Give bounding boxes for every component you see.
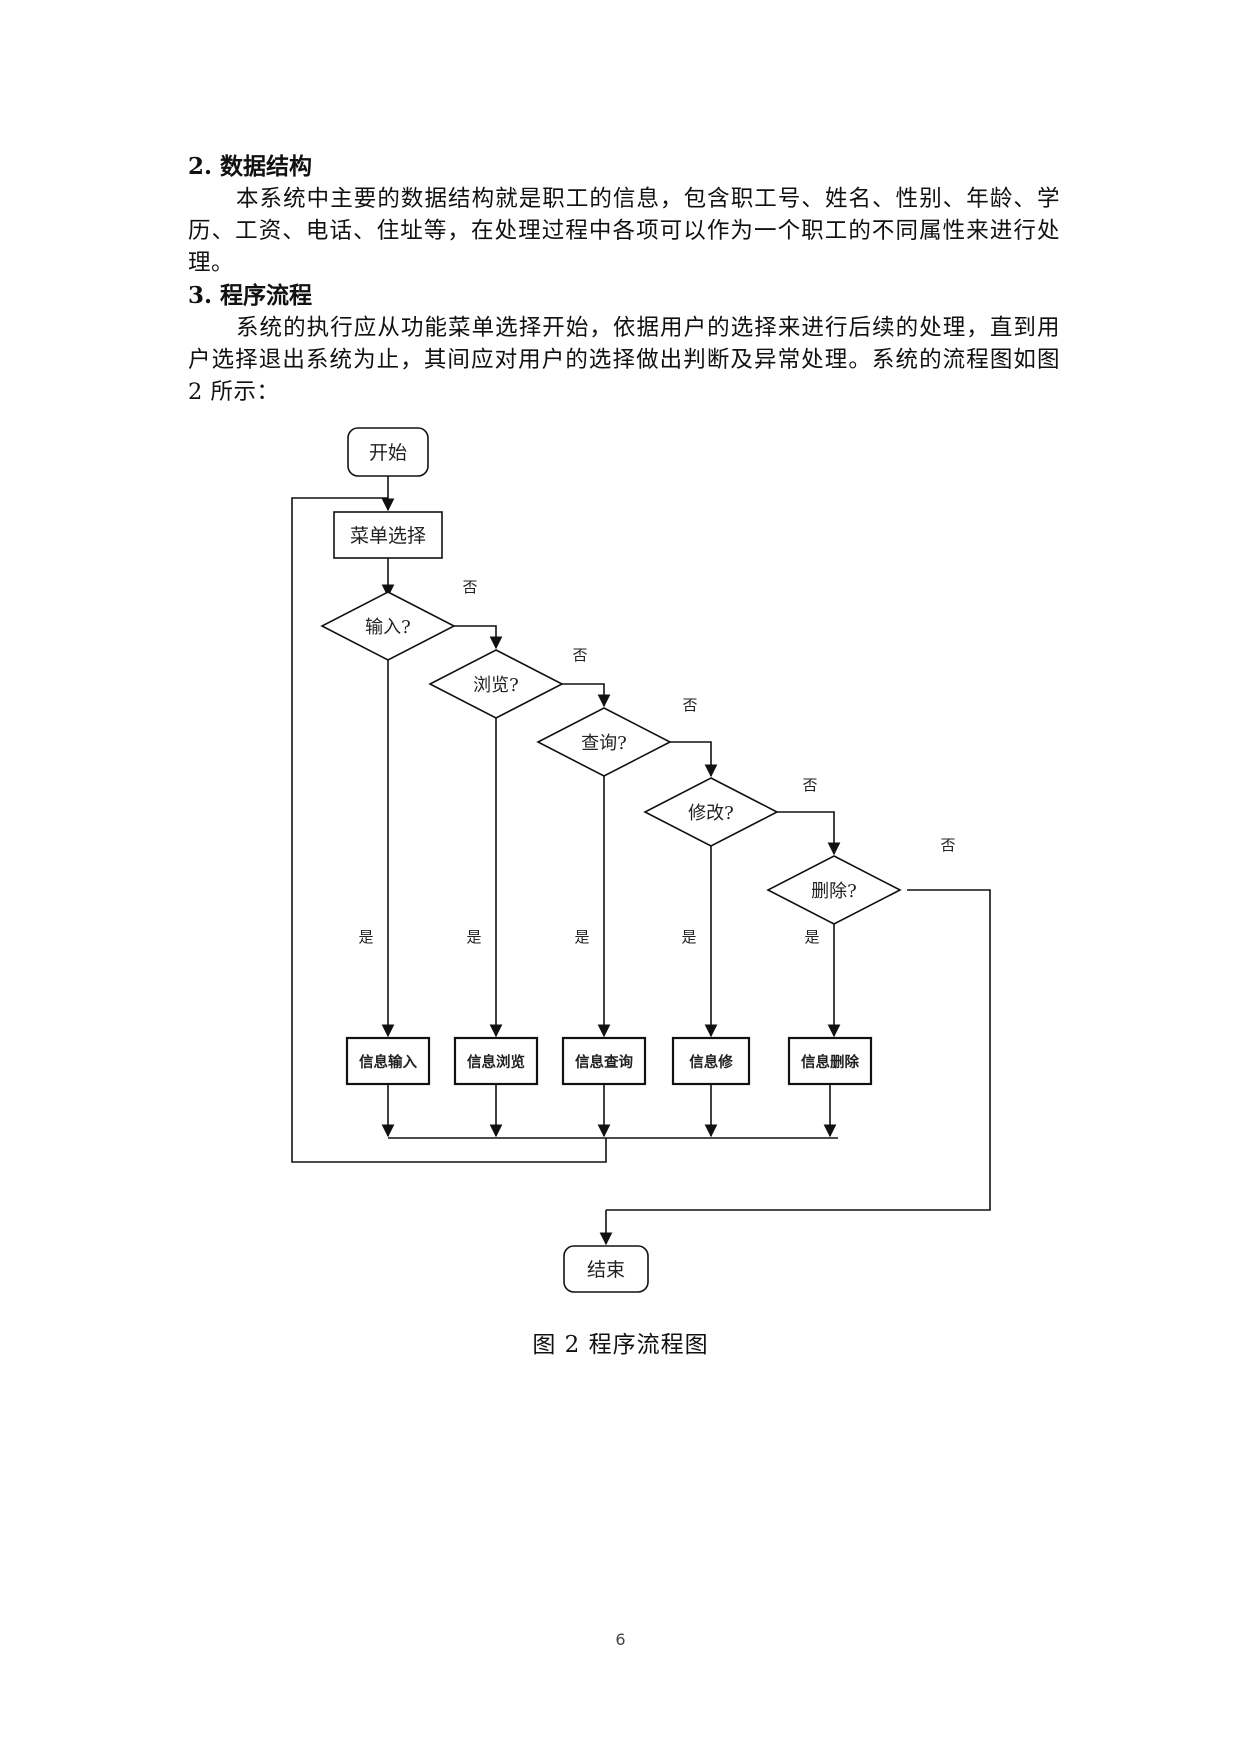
decision-label-5: 删除?: [811, 881, 857, 902]
yes-label-1: 是: [358, 928, 373, 946]
flow-loop-back-line: [291, 497, 607, 1163]
flow-exit-line: [606, 889, 991, 1211]
action-box-1: [345, 1036, 431, 1086]
flowchart-branches: 输入?是否浏览?是否查询?是否修改?是否删除?是否信息输入信息浏览信息查询信息修…: [320, 578, 956, 1138]
decision-diamond-5: [766, 855, 902, 925]
no-label-4: 否: [802, 776, 817, 794]
yes-label-4: 是: [681, 928, 696, 946]
yes-label-5: 是: [804, 928, 819, 946]
end-terminal: [563, 1245, 649, 1293]
decision-label-3: 查询?: [581, 733, 627, 754]
no-label-3: 否: [682, 696, 697, 714]
no-label-1: 否: [462, 578, 477, 596]
action-label-3: 信息查询: [575, 1053, 633, 1071]
action-box-5: [787, 1036, 873, 1086]
action-label-2: 信息浏览: [467, 1053, 525, 1071]
decision-diamond-1: [320, 591, 456, 661]
section-3-paragraph: 系统的执行应从功能菜单选择开始，依据用户的选择来进行后续的处理，直到用户选择退出…: [188, 315, 1060, 405]
no-branch-arrow-1: [454, 625, 503, 650]
no-branch-arrow-2: [562, 683, 611, 708]
action-box-4: [671, 1036, 751, 1086]
decision-diamond-4: [643, 777, 779, 847]
section-2-paragraph: 本系统中主要的数据结构就是职工的信息，包含职工号、姓名、性别、年龄、学历、工资、…: [188, 186, 1060, 276]
action-label-4: 信息修: [689, 1053, 733, 1071]
no-label-2: 否: [572, 646, 587, 664]
action-box-2: [453, 1036, 539, 1086]
decision-diamond-3: [536, 707, 672, 777]
no-branch-arrow-4: [777, 811, 841, 856]
section-3-heading: 3. 程序流程: [188, 282, 313, 309]
start-label: 开始: [369, 442, 407, 464]
yes-label-3: 是: [574, 928, 589, 946]
page-number: 6: [615, 1630, 626, 1649]
menu-select-box: [333, 511, 443, 559]
menu-select-label: 菜单选择: [350, 525, 426, 547]
yes-label-2: 是: [466, 928, 481, 946]
action-label-5: 信息删除: [801, 1053, 859, 1071]
start-terminal: [347, 427, 429, 477]
no-branch-arrow-3: [670, 741, 718, 778]
end-label: 结束: [587, 1259, 625, 1281]
no-label-5: 否: [940, 836, 955, 854]
action-label-1: 信息输入: [359, 1053, 417, 1071]
figure-caption: 图 2 程序流程图: [532, 1332, 709, 1358]
section-2-heading: 2. 数据结构: [188, 153, 313, 180]
decision-label-2: 浏览?: [473, 675, 519, 696]
decision-label-1: 输入?: [365, 617, 411, 638]
decision-diamond-2: [428, 649, 564, 719]
decision-label-4: 修改?: [688, 803, 734, 824]
